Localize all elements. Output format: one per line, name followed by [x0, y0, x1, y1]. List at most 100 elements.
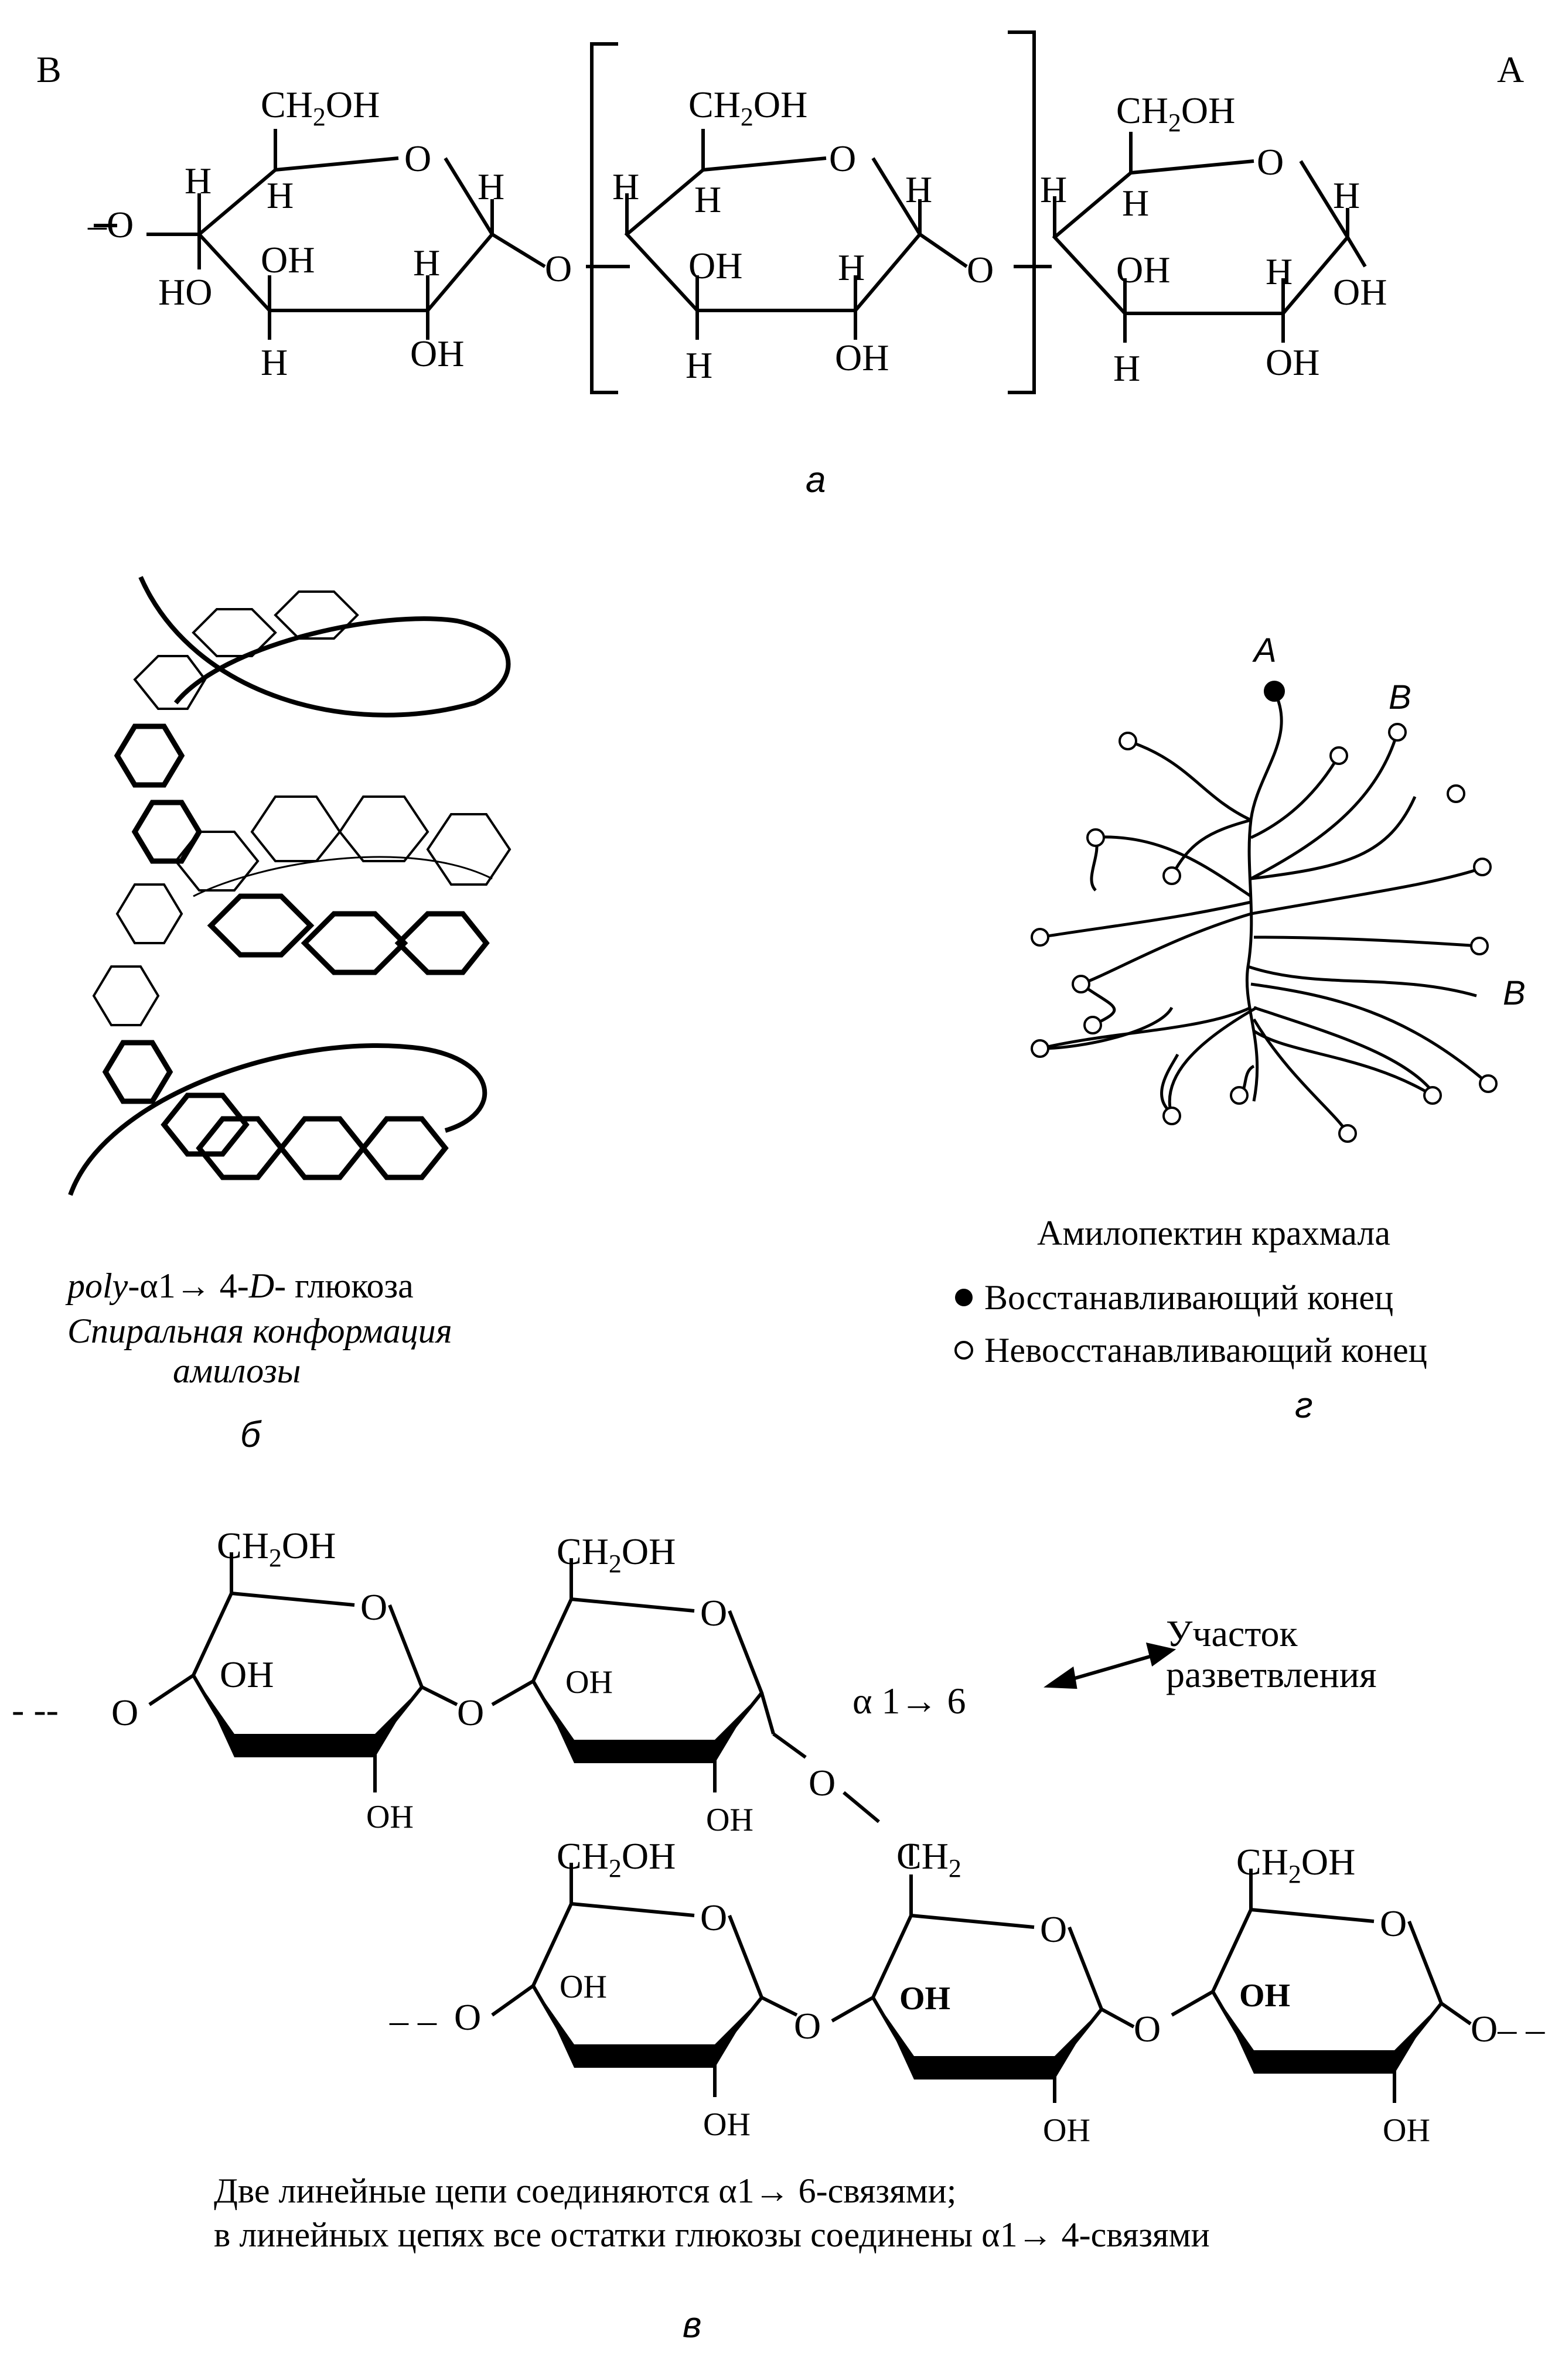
panel-a-glucose-chain: B A CH2OH O H H H HO OH H H OH [36, 30, 1524, 500]
h-atom: H [261, 342, 288, 383]
haworth-ring-top-2: CH2OH O OH OH O [491, 1531, 913, 1866]
h-atom: H [905, 169, 932, 210]
amylopectin-end-markers [1031, 681, 1498, 1143]
h-atom: H [267, 175, 294, 216]
h-atom: H [694, 179, 721, 220]
h-atom: H [838, 247, 865, 288]
caption-line-2: в линейных цепях все остатки глюкозы сое… [214, 2215, 1210, 2254]
h-atom: H [413, 242, 440, 284]
chain-dash-left: – – [389, 1999, 437, 2041]
oh-group: OH [899, 1981, 950, 2017]
nonreducing-end-marker [1338, 1124, 1357, 1143]
nonreducing-end-marker [1086, 828, 1105, 847]
end-label-b: B [36, 49, 62, 90]
oh-group: OH [835, 337, 889, 378]
ch2oh-label: CH2OH [1116, 90, 1235, 137]
oh-group: OH [1383, 2112, 1430, 2149]
panel-v-branch-point: CH2OH O OH OH - -- O O CH2OH [12, 1525, 1545, 2345]
h-atom: H [1333, 175, 1360, 216]
glycosidic-oxygen: O [111, 1692, 138, 1733]
oh-group: OH [220, 1654, 274, 1695]
ch2oh-label: CH2OH [557, 1531, 676, 1578]
nonreducing-end-marker [1072, 975, 1090, 993]
branch-site-label-2: разветвления [1166, 1654, 1377, 1695]
nonreducing-end-marker [1031, 928, 1049, 947]
h-atom: H [686, 344, 712, 386]
ring-oxygen: O [360, 1586, 387, 1628]
o-link-left: –O [87, 204, 134, 245]
amylose-caption-2: амилозы [173, 1351, 301, 1390]
ring-oxygen: O [1380, 1903, 1407, 1944]
end-label-a: A [1252, 631, 1277, 670]
nonreducing-end-marker [1423, 1086, 1442, 1105]
glycosidic-oxygen: O [457, 1692, 484, 1733]
haworth-ring-bottom-1: CH2OH O OH OH – – O O [389, 1835, 821, 2143]
glycosidic-oxygen: O [967, 249, 994, 291]
helix-drawing [68, 576, 511, 1196]
oh-group: OH [688, 245, 742, 286]
legend-open-marker [954, 1341, 973, 1360]
glycosidic-oxygen: O [1134, 2008, 1161, 2050]
oh-group: OH [706, 1802, 753, 1838]
end-label-b: B [1389, 678, 1411, 716]
legend-nonreducing-end: Невосстанавливающий конец [984, 1331, 1427, 1370]
h-atom: H [612, 166, 639, 207]
oh-group: OH [1333, 271, 1387, 313]
oh-group: OH [1239, 1978, 1290, 2014]
oh-group: OH [703, 2106, 751, 2143]
ho-group: HO [158, 271, 212, 313]
ring-oxygen: O [700, 1897, 727, 1938]
ring-oxygen: O [404, 138, 431, 179]
nonreducing-end-marker [1447, 784, 1465, 803]
oh-group: OH [410, 333, 464, 374]
branch-site-label-1: Участок [1166, 1613, 1298, 1654]
oh-group: OH [366, 1799, 414, 1835]
ch2oh-label: CH2OH [1236, 1841, 1355, 1889]
nonreducing-end-marker [1388, 723, 1407, 742]
ch2-label: CH2 [896, 1835, 961, 1883]
nonreducing-end-marker [1031, 1039, 1049, 1058]
oh-group: OH [1116, 249, 1170, 291]
ch2oh-label: CH2OH [261, 84, 380, 131]
panel-b-amylose-helix: poly-α1→ 4-D- глюкоза Спиральная конформ… [65, 576, 511, 1455]
h-atom: H [1113, 347, 1140, 389]
panel-g-amylopectin: A B B Амилопектин крахмала Восстанавлива… [954, 631, 1526, 1426]
h-atom: H [185, 160, 212, 202]
h-atom: H [1040, 169, 1067, 210]
oh-group: OH [560, 1969, 607, 2005]
panel-label-g: г [1295, 1385, 1313, 1426]
legend-reducing-end: Восстанавливающий конец [984, 1278, 1393, 1317]
double-arrow-icon [1044, 1643, 1177, 1689]
haworth-ring-bottom-2: CH2 O OH OH O [831, 1835, 1161, 2149]
amylopectin-branches [1039, 690, 1489, 1135]
nonreducing-end-marker [1162, 866, 1181, 885]
nonreducing-end-marker [1162, 1107, 1181, 1125]
repeat-bracket [586, 30, 1036, 394]
panel-label-b: б [240, 1415, 262, 1455]
ch2oh-label: CH2OH [557, 1835, 676, 1883]
amylose-formula: poly-α1→ 4-D- глюкоза [65, 1266, 414, 1305]
glucose-ring-middle [624, 129, 1052, 340]
nonreducing-end-marker [1329, 746, 1348, 765]
haworth-ring-top-1: CH2OH O OH OH - -- O O [12, 1525, 484, 1835]
ring-oxygen: O [829, 138, 856, 179]
oh-group: OH [1266, 342, 1319, 383]
glucose-ring-right [1052, 132, 1367, 343]
oh-group: OH [565, 1664, 613, 1701]
oh-group: OH [1043, 2112, 1090, 2149]
glucose-ring-left [94, 129, 546, 340]
nonreducing-end-marker [1479, 1074, 1498, 1093]
ring-oxygen: O [1257, 141, 1284, 183]
nonreducing-end-marker [1083, 1016, 1102, 1034]
ring-oxygen: O [700, 1592, 727, 1634]
chain-dash-left: - -- [12, 1689, 59, 1730]
chain-dash-right: O– – [1471, 2008, 1545, 2050]
amylose-caption-1: Спиральная конформация [67, 1312, 452, 1350]
end-label-a: A [1497, 49, 1524, 90]
caption-line-1: Две линейные цепи соединяются α1→ 6-связ… [214, 2171, 956, 2210]
haworth-ring-bottom-3: CH2OH O OH OH O– – [1171, 1841, 1545, 2149]
glycosidic-oxygen: O [454, 1996, 481, 2038]
glycosidic-oxygen: O [794, 2005, 821, 2047]
nonreducing-end-marker [1470, 937, 1489, 955]
end-label-b: B [1503, 974, 1526, 1012]
